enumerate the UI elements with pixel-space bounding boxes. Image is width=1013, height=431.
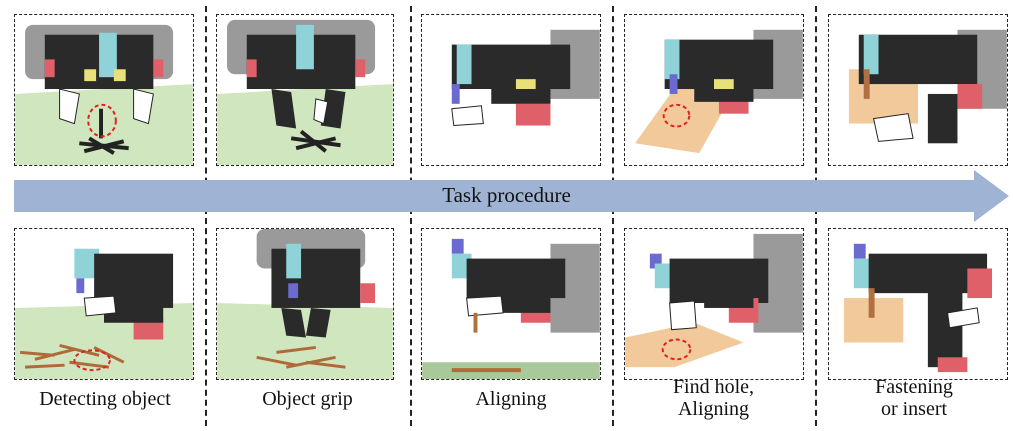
panel-fastening-top xyxy=(828,14,1008,166)
caption-line: Aligning xyxy=(677,398,750,420)
panel-aligning-top xyxy=(421,14,601,166)
caption-line: Aligning xyxy=(475,388,547,410)
caption-line: Fastening xyxy=(875,376,953,398)
caption-fastening-or-insert: Fastening or insert xyxy=(815,376,1013,420)
arrow-label: Task procedure xyxy=(442,183,571,207)
caption-find-hole-aligning: Find hole, Aligning xyxy=(612,376,815,420)
column-divider-4 xyxy=(815,6,817,426)
caption-detecting-object: Detecting object xyxy=(0,388,210,410)
panel-find-hole-top xyxy=(624,14,804,166)
caption-aligning: Aligning xyxy=(410,388,612,410)
task-procedure-arrow xyxy=(14,170,1009,222)
panel-fastening-bottom xyxy=(828,228,1008,380)
panel-aligning-bottom xyxy=(421,228,601,380)
caption-object-grip: Object grip xyxy=(205,388,410,410)
column-divider-2 xyxy=(410,6,412,426)
panel-detecting-object-bottom xyxy=(14,228,194,380)
caption-line: Detecting object xyxy=(39,388,171,410)
column-divider-1 xyxy=(205,6,207,426)
caption-line: Object grip xyxy=(262,388,353,410)
panel-detecting-object-top xyxy=(14,14,194,166)
panel-find-hole-bottom xyxy=(624,228,804,380)
caption-line: Find hole, xyxy=(672,376,755,398)
column-divider-3 xyxy=(612,6,614,426)
panel-object-grip-bottom xyxy=(216,228,394,380)
caption-line: or insert xyxy=(880,398,948,420)
panel-object-grip-top xyxy=(216,14,394,166)
